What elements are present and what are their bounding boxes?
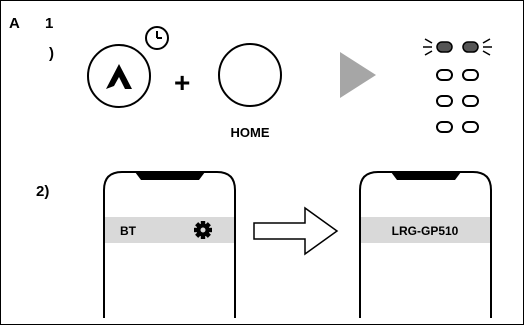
- step1-number: 1: [45, 15, 53, 32]
- play-arrow-icon: [340, 52, 376, 98]
- plus-sign: +: [174, 67, 190, 98]
- phone-right-bar: [361, 217, 490, 243]
- phone-left: BT: [103, 171, 236, 318]
- led-icon: [436, 121, 453, 133]
- phone-left-bar: [105, 217, 234, 243]
- home-label: HOME: [231, 125, 270, 140]
- section-label: A: [9, 15, 20, 32]
- logo-a-button-icon: [87, 44, 151, 108]
- led-icon: [436, 69, 453, 81]
- blinking-led-icon: [462, 38, 492, 56]
- outline-arrow-icon: [253, 206, 339, 256]
- led-icon: [462, 121, 479, 133]
- step2-label: 2): [36, 183, 49, 200]
- clock-icon: [145, 26, 169, 50]
- led-icon: [462, 69, 479, 81]
- phone-left-bar-text: BT: [120, 224, 137, 238]
- phone-right-bar-text: LRG-GP510: [392, 224, 459, 238]
- home-button-icon: [218, 43, 282, 107]
- led-grid: [423, 38, 492, 133]
- phone-right: LRG-GP510: [359, 171, 492, 318]
- step1-paren: ): [49, 45, 54, 62]
- led-icon: [436, 95, 453, 107]
- gear-icon: [194, 221, 212, 239]
- blinking-led-icon: [423, 38, 453, 56]
- led-icon: [462, 95, 479, 107]
